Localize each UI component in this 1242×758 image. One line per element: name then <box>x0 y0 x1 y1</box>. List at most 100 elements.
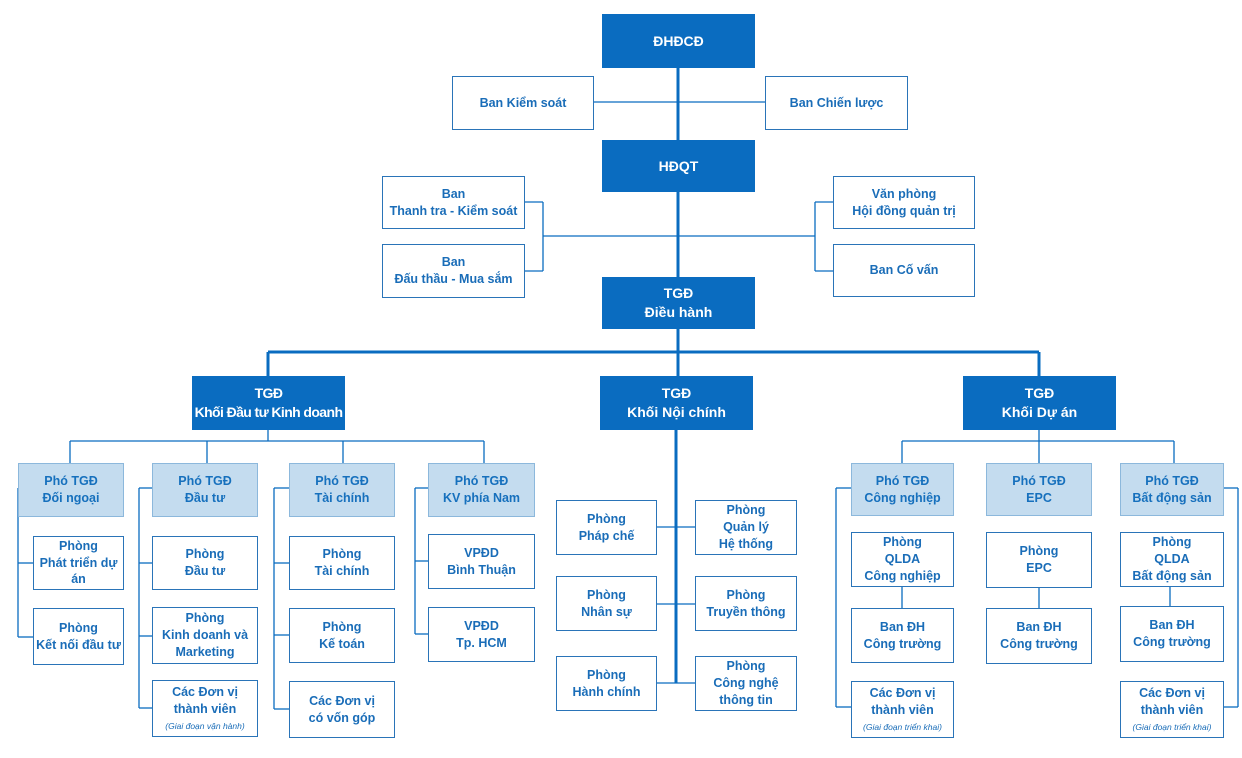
node-label-line: Hội đồng quản trị <box>852 203 956 218</box>
node-note: (Giai đoạn triển khai) <box>1132 722 1212 733</box>
node-label-line: Phòng <box>59 620 98 635</box>
node-label-line: ĐHĐCĐ <box>653 32 704 49</box>
node-label-line: Phòng <box>587 667 626 682</box>
node-label-line: Đầu tư <box>184 491 226 505</box>
node-label-line: Văn phòng <box>871 186 937 201</box>
node-label-line: Ban <box>441 255 466 270</box>
node-label-line: Khối Đầu tư Kinh doanh <box>194 404 343 420</box>
node-label-line: EPC <box>1026 561 1052 575</box>
node-label-line: Phó TGĐ <box>178 474 232 489</box>
node-label-line: thành viên <box>871 703 934 718</box>
node-label-line: Phòng <box>1019 544 1059 559</box>
node-label-line: Pháp chế <box>578 528 635 543</box>
node-label-line: Công trường <box>1000 637 1078 651</box>
node-label-line: Phó TGĐ <box>1145 473 1199 488</box>
tgd-khoi-noi-chinh-box: TGĐ Khối Nội chính <box>600 376 753 430</box>
node-label-line: Phòng <box>322 619 362 634</box>
node-label-line: Khối Nội chính <box>627 404 726 420</box>
node-note: (Giai đoạn vận hành) <box>165 721 245 732</box>
pho-tgd-cong-nghiep-box: Phó TGĐ Công nghiệp <box>851 463 954 516</box>
node-label-line: TGĐ <box>663 285 694 302</box>
node-label-line: Thanh tra - Kiểm soát <box>389 203 518 218</box>
node-label-line: Bất động sản <box>1132 490 1212 505</box>
ban-dh-cong-truong-box: Ban ĐH Công trường <box>851 608 954 663</box>
node-label-line: Điều hành <box>644 304 713 320</box>
node-label-line: Phó TGĐ <box>1012 473 1066 488</box>
hdqt-box: HĐQT <box>602 140 755 192</box>
node-label-line: VPĐD <box>464 545 499 560</box>
node-label-line: Phòng <box>185 547 225 562</box>
ban-kiem-soat-box: Ban Kiểm soát <box>452 76 594 130</box>
node-label-line: KV phía Nam <box>442 491 521 505</box>
node-label-line: Phòng <box>726 659 766 674</box>
node-label-line: Công nghiệp <box>864 568 941 583</box>
node-label-line: có vốn góp <box>308 710 376 725</box>
pho-tgd-bat-dong-san-box: Phó TGĐ Bất động sản <box>1120 463 1224 516</box>
node-label-line: Ban ĐH <box>1016 620 1062 635</box>
dhcd-box: ĐHĐCĐ <box>602 14 755 68</box>
node-label-line: Ban Kiểm soát <box>479 95 567 110</box>
node-label-line: Tp. HCM <box>456 635 507 650</box>
node-label-line: Phòng <box>883 535 922 550</box>
node-label-line: Đầu tư <box>184 564 226 578</box>
node-label-line: EPC <box>1026 490 1052 505</box>
node-label-line: VPĐD <box>464 618 499 633</box>
node-label-line: thành viên <box>173 702 237 717</box>
node-label-line: Công trường <box>863 636 942 651</box>
node-label-line: TGĐ <box>661 385 692 402</box>
vpdd-binh-thuan-box: VPĐD Bình Thuận <box>428 534 535 589</box>
node-label-line: Phòng <box>726 587 766 602</box>
node-label-line: Công nghiệp <box>864 490 941 505</box>
node-label-line: Bất động sản <box>1132 568 1212 583</box>
node-label-line: Phó TGĐ <box>315 474 369 489</box>
node-label-line: Quản lý <box>723 520 769 535</box>
node-label-line: Bình Thuận <box>447 562 516 577</box>
tgd-dieu-hanh-box: TGĐ Điều hành <box>602 277 755 329</box>
pho-tgd-dau-tu-box: Phó TGĐ Đầu tư <box>152 463 258 517</box>
node-label-line: QLDA <box>1154 552 1190 567</box>
node-label-line: Kinh doanh và <box>161 628 249 643</box>
ban-co-van-box: Ban Cố vấn <box>833 244 975 297</box>
node-label-line: thông tin <box>719 692 773 707</box>
node-label-line: Phó TGĐ <box>454 474 509 489</box>
node-label-line: Công nghệ <box>713 676 779 691</box>
node-label-line: Marketing <box>175 644 235 659</box>
pho-tgd-epc-box: Phó TGĐ EPC <box>986 463 1092 516</box>
node-label-line: Phòng <box>587 587 626 602</box>
node-label-line: Ban Chiến lược <box>789 95 884 110</box>
node-label-line: Tài chính <box>314 491 370 505</box>
node-label-line: Các Đơn vị <box>869 686 936 701</box>
node-label-line: Phó TGĐ <box>44 474 98 489</box>
node-label-line: HĐQT <box>658 157 699 174</box>
node-label-line: Công trường <box>1133 635 1211 649</box>
node-label-line: Ban ĐH <box>879 619 926 634</box>
node-label-line: Nhân sự <box>581 604 632 619</box>
node-label-line: Đối ngoại <box>42 491 100 505</box>
node-label-line: Phát triển dự án <box>39 555 118 587</box>
node-label-line: Kết nối đầu tư <box>36 637 121 652</box>
node-label-line: Phó TGĐ <box>875 473 930 488</box>
node-label-line: Ban <box>441 186 466 201</box>
node-label-line: Các Đơn vị <box>309 693 375 708</box>
node-label-line: Hành chính <box>572 684 641 699</box>
node-label-line: TGĐ <box>254 385 283 402</box>
node-label-line: Phòng <box>322 547 362 562</box>
